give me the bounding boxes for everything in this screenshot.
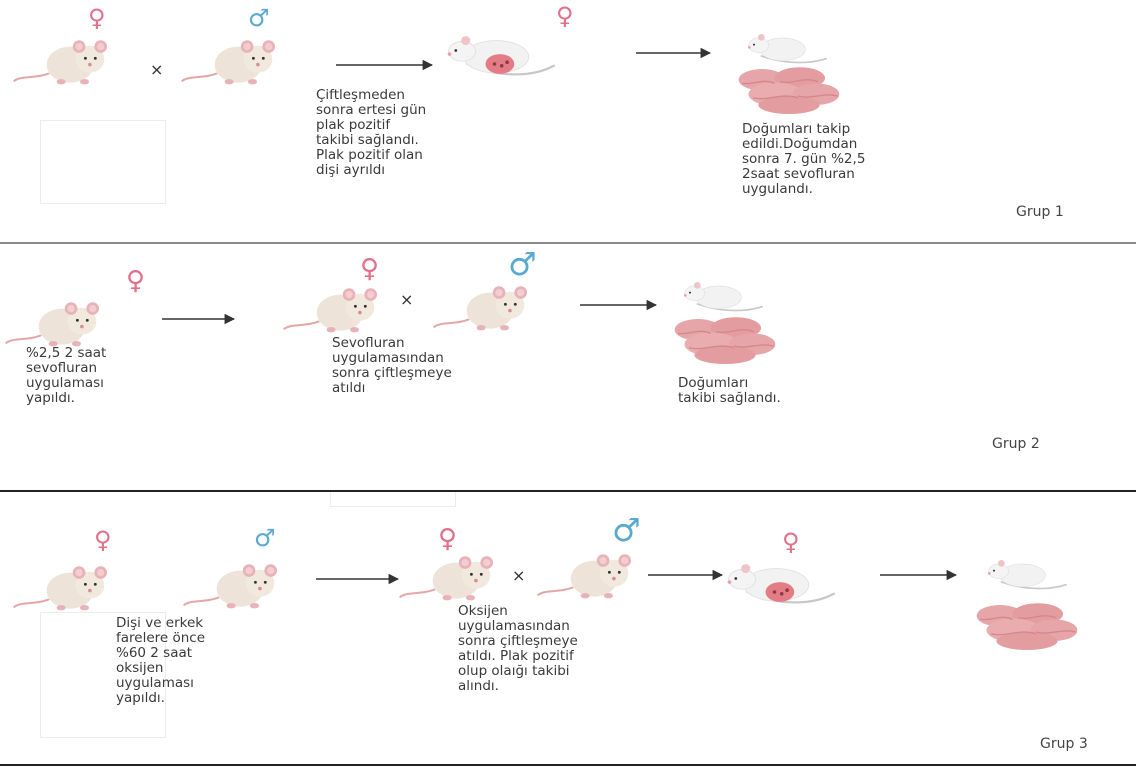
female-symbol-icon: ♀ [94,526,112,554]
pups-icon [960,596,1094,650]
female-mouse-icon [398,550,516,604]
empty-frame [40,120,166,204]
group-1-caption-1: Çiftleşmeden sonra ertesi gün plak pozit… [316,87,427,178]
group-3-label: Grup 3 [1040,736,1088,752]
female-symbol-icon: ♀ [556,2,574,30]
group-2-caption-2: Sevofluran uygulamasından sonra çiftleşm… [332,335,452,396]
empty-frame [40,612,166,738]
pups-icon [722,60,856,114]
female-symbol-icon: ♀ [88,4,106,32]
cross-icon: × [150,60,164,79]
female-symbol-icon: ♀ [126,266,146,296]
male-symbol-icon: ♂ [254,524,276,552]
group-2-label: Grup 2 [992,436,1040,452]
empty-frame [330,492,456,507]
pregnant-mouse-icon [440,28,558,82]
male-mouse-icon [432,280,550,334]
group-3-caption-1: Dişi ve erkek farelere önce %60 2 saat o… [116,615,206,706]
arrow-icon [336,59,434,71]
group-divider [0,490,1136,492]
group-divider [0,764,1136,766]
pregnant-mouse-icon [720,556,838,610]
group-divider [0,242,1136,244]
group-1-caption-2: Doğumları takip edildi.Doğumdan sonra 7.… [742,121,866,197]
female-mouse-icon [12,560,130,614]
mother-mouse-icon [970,554,1082,594]
female-symbol-icon: ♀ [438,524,458,554]
female-symbol-icon: ♀ [782,528,800,556]
male-symbol-icon: ♂ [508,245,537,283]
female-symbol-icon: ♀ [360,254,380,284]
arrow-icon [580,299,658,311]
arrow-icon [880,569,958,581]
arrow-icon [316,573,400,585]
male-mouse-icon [180,34,298,88]
group-1-label: Grup 1 [1016,204,1064,220]
pups-icon [658,310,792,364]
female-mouse-icon [12,34,130,88]
male-mouse-icon [536,548,654,602]
group-3-caption-2: Oksijen uygulamasından sonra çiftleşmeye… [458,603,578,694]
cross-icon: × [512,566,526,585]
arrow-icon [636,47,712,59]
cross-icon: × [400,290,414,309]
group-2-caption-1: %2,5 2 saat sevofluran uygulaması yapıld… [26,345,107,406]
male-symbol-icon: ♂ [612,511,641,549]
male-symbol-icon: ♂ [248,4,270,32]
group-2-caption-3: Doğumları takibi sağlandı. [678,375,781,406]
arrow-icon [648,569,724,581]
arrow-icon [162,313,236,325]
male-mouse-icon [182,558,300,612]
female-mouse-icon [282,282,400,336]
female-mouse-icon [4,296,122,350]
